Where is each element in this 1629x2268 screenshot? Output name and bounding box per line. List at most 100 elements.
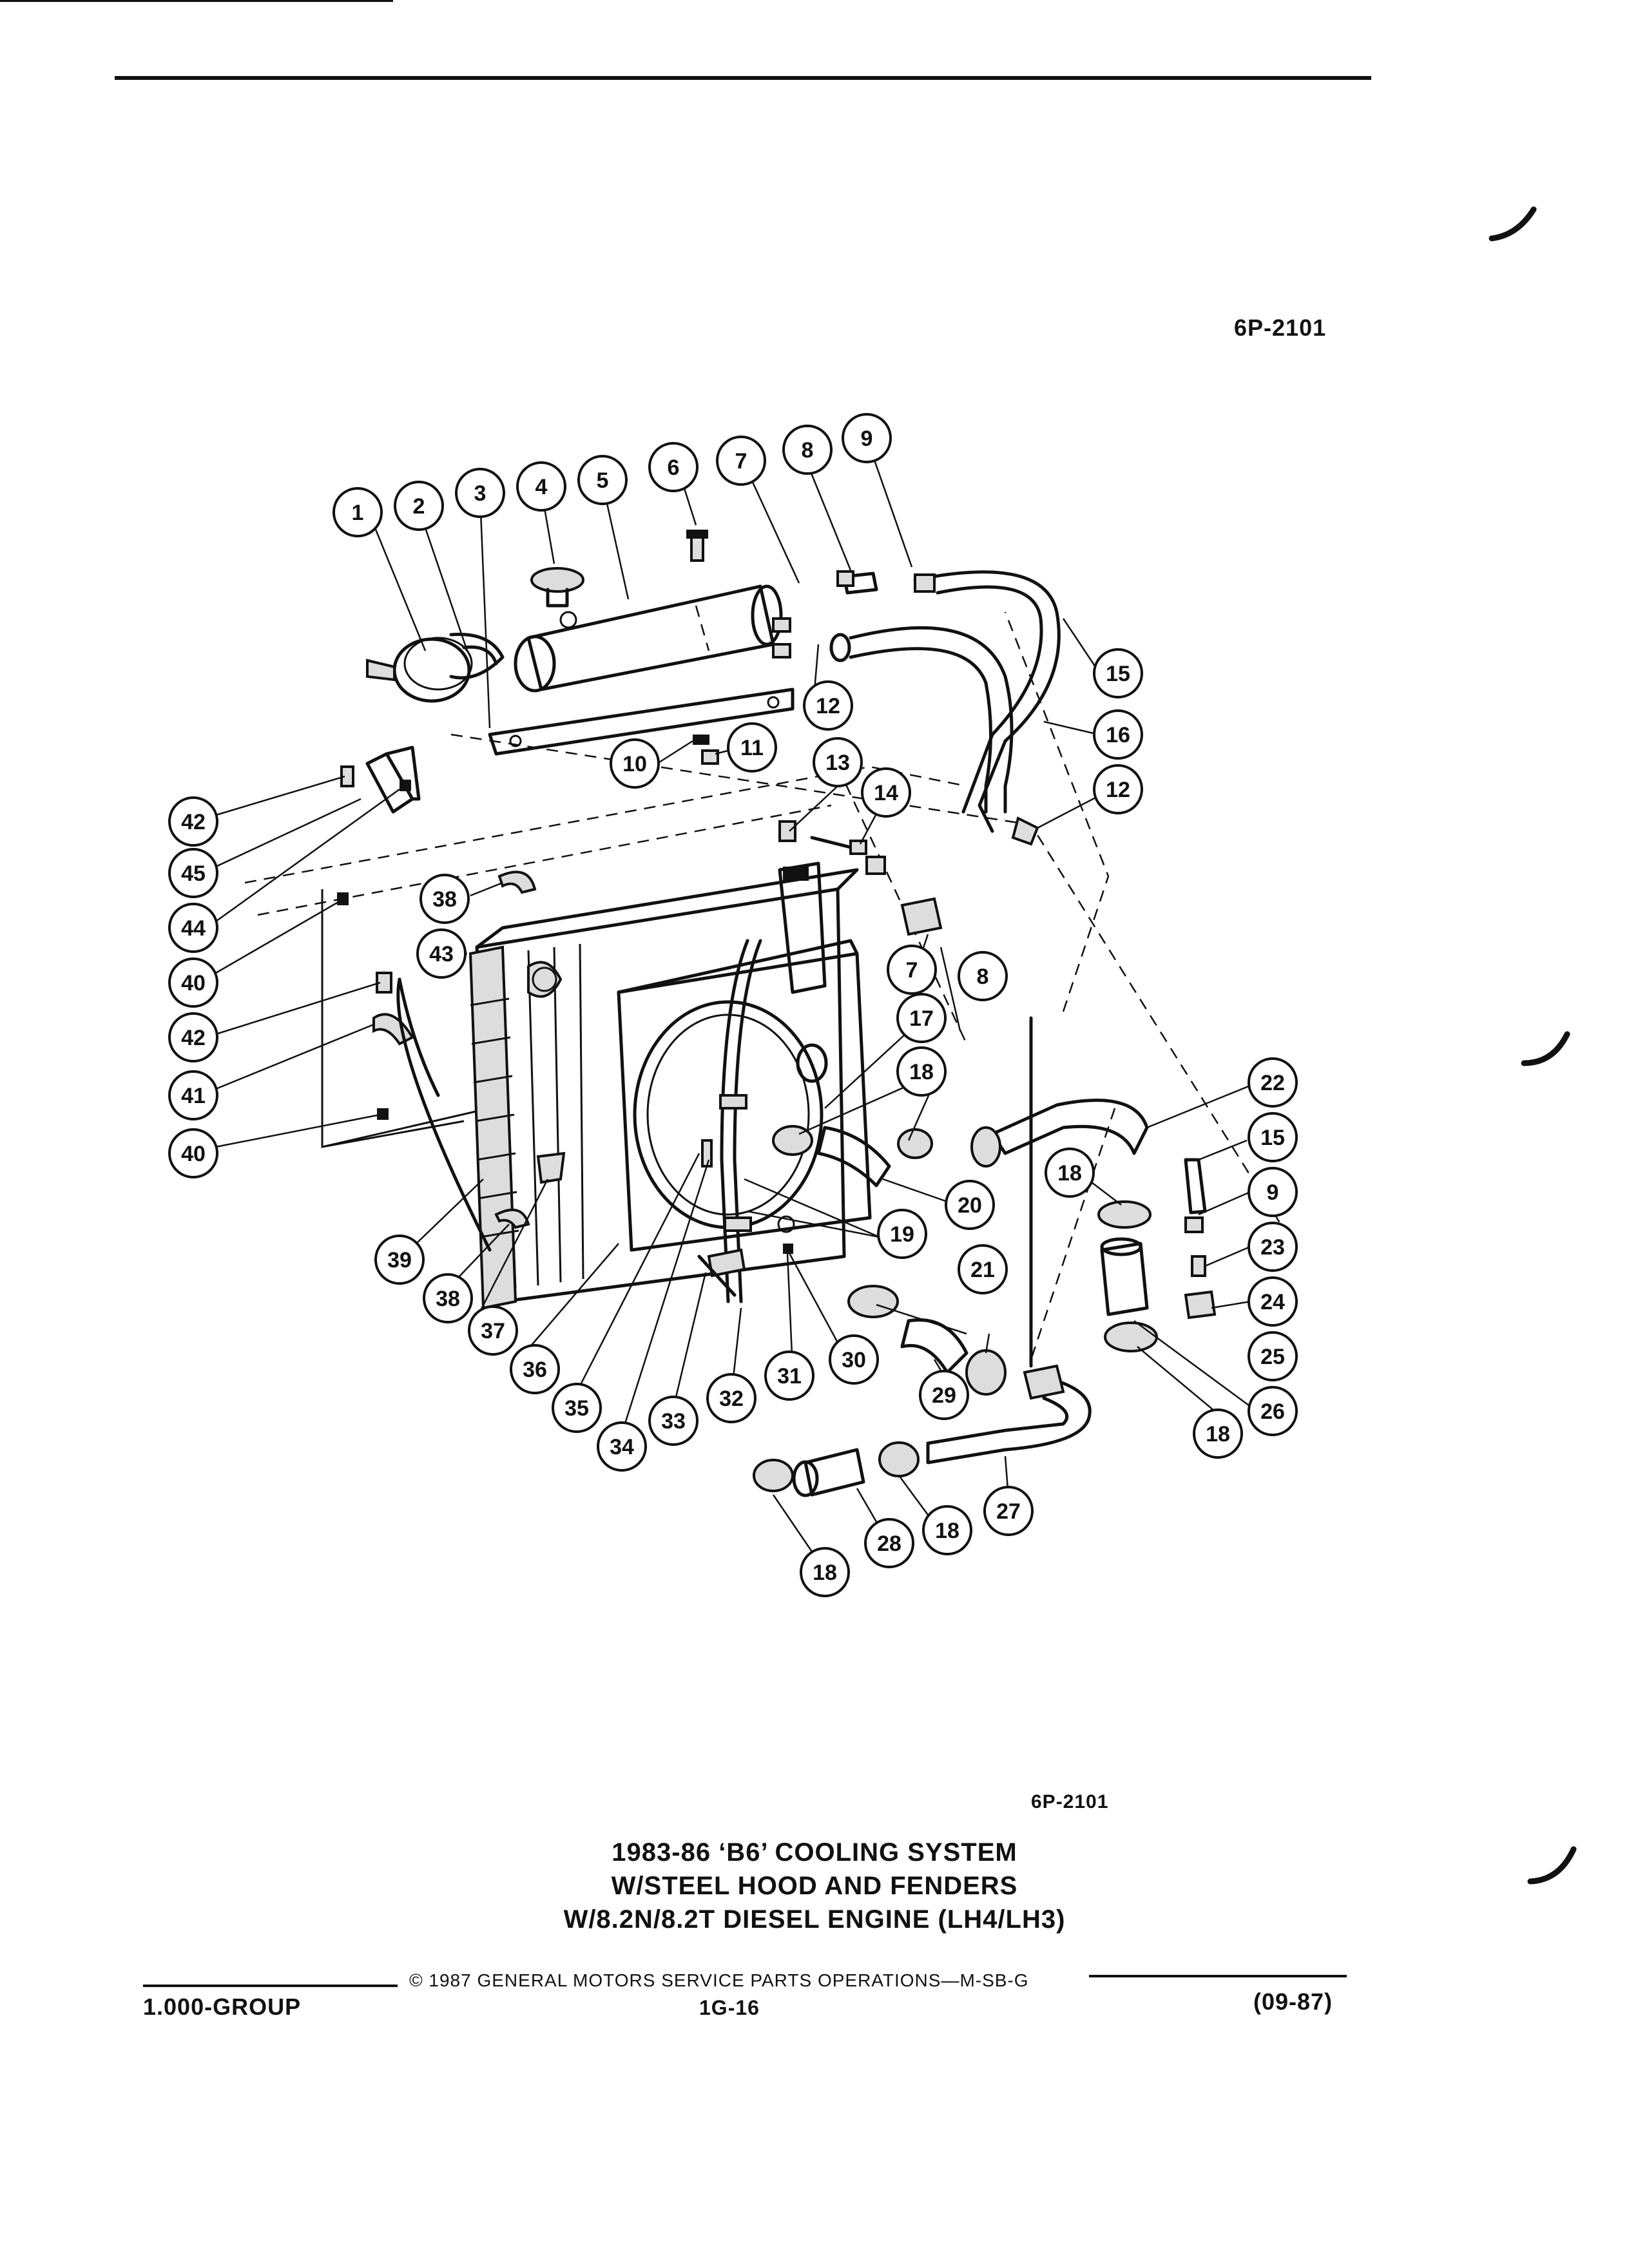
svg-text:9: 9 <box>861 427 873 451</box>
callout-24: 24 <box>1248 1276 1298 1327</box>
callout-27: 27 <box>983 1486 1034 1536</box>
svg-text:41: 41 <box>181 1084 206 1108</box>
svg-text:26: 26 <box>1260 1399 1285 1424</box>
svg-text:9: 9 <box>1267 1180 1279 1205</box>
binder-mark-1 <box>1489 206 1537 242</box>
footer-rule-right <box>1089 1975 1347 1977</box>
footer-rule-left <box>143 1984 398 1987</box>
upper-hoses <box>829 570 1061 936</box>
svg-text:37: 37 <box>481 1319 505 1343</box>
svg-text:14: 14 <box>874 781 898 805</box>
callout-40b: 40 <box>168 1128 218 1178</box>
callout-38a: 38 <box>419 874 470 924</box>
svg-text:7: 7 <box>906 958 918 983</box>
callout-4: 4 <box>516 461 566 512</box>
svg-text:3: 3 <box>474 481 487 506</box>
callout-37: 37 <box>468 1305 518 1356</box>
radiator-mount-bracket <box>337 745 566 1252</box>
svg-text:1: 1 <box>352 501 364 525</box>
svg-text:28: 28 <box>877 1532 901 1556</box>
callout-11: 11 <box>727 722 777 773</box>
svg-text:38: 38 <box>436 1287 460 1311</box>
svg-text:22: 22 <box>1260 1071 1285 1095</box>
binder-mark-3 <box>1527 1846 1577 1885</box>
callout-35: 35 <box>552 1383 602 1433</box>
binder-mark-2 <box>1521 1031 1570 1066</box>
svg-text:33: 33 <box>661 1409 686 1434</box>
radiator <box>468 861 859 1310</box>
callout-12b: 12 <box>1093 764 1143 814</box>
group-number: 1.000-GROUP <box>143 1994 302 2020</box>
callout-41: 41 <box>168 1070 218 1120</box>
callout-39: 39 <box>374 1235 425 1285</box>
callout-1: 1 <box>333 487 383 537</box>
drain-valve-stack <box>1184 1158 1217 1320</box>
caption-line-3: W/8.2N/8.2T DIESEL ENGINE (LH4/LH3) <box>563 1905 1066 1934</box>
callout-7: 7 <box>716 436 766 486</box>
callout-22: 22 <box>1248 1057 1298 1108</box>
svg-text:39: 39 <box>387 1248 412 1273</box>
svg-text:21: 21 <box>970 1258 995 1282</box>
svg-text:32: 32 <box>719 1387 744 1411</box>
callout-15b: 15 <box>1248 1112 1298 1162</box>
svg-text:18: 18 <box>909 1060 934 1084</box>
svg-text:31: 31 <box>777 1364 802 1389</box>
svg-text:27: 27 <box>996 1499 1021 1524</box>
svg-text:38: 38 <box>432 887 457 912</box>
callout-31: 31 <box>764 1350 815 1401</box>
callout-18b: 18 <box>1045 1148 1095 1198</box>
hose-couplings <box>753 1200 1158 1497</box>
svg-text:11: 11 <box>740 736 764 760</box>
callout-13: 13 <box>813 737 863 787</box>
svg-text:43: 43 <box>429 942 454 966</box>
svg-text:42: 42 <box>181 1026 206 1050</box>
svg-text:10: 10 <box>622 752 647 776</box>
svg-text:18: 18 <box>1206 1422 1230 1446</box>
svg-text:42: 42 <box>181 810 206 834</box>
callout-16: 16 <box>1093 709 1143 760</box>
callout-45: 45 <box>168 848 218 898</box>
svg-text:4: 4 <box>535 475 548 499</box>
callout-34: 34 <box>597 1421 647 1472</box>
callout-6: 6 <box>648 442 699 492</box>
svg-text:7: 7 <box>735 449 747 474</box>
callout-28: 28 <box>864 1518 914 1568</box>
svg-text:16: 16 <box>1106 723 1130 747</box>
svg-text:13: 13 <box>825 751 850 775</box>
callout-23: 23 <box>1248 1222 1298 1272</box>
svg-text:23: 23 <box>1260 1235 1285 1260</box>
svg-text:20: 20 <box>958 1193 982 1218</box>
callout-43: 43 <box>416 928 467 979</box>
tank-straps <box>366 632 505 703</box>
callout-33: 33 <box>648 1396 699 1446</box>
top-edge-rule <box>0 0 393 2</box>
page-number: 1G-16 <box>699 1996 760 2019</box>
callout-19: 19 <box>877 1209 927 1259</box>
diagram-code-caption: 6P-2101 <box>1031 1791 1109 1812</box>
callout-5: 5 <box>577 455 628 505</box>
svg-text:29: 29 <box>932 1383 956 1408</box>
callout-44: 44 <box>168 903 218 953</box>
svg-text:36: 36 <box>523 1358 547 1382</box>
svg-text:19: 19 <box>890 1222 914 1247</box>
svg-text:25: 25 <box>1260 1345 1285 1369</box>
callout-15a: 15 <box>1093 648 1143 698</box>
callout-12a: 12 <box>803 680 853 731</box>
callout-8: 8 <box>782 425 833 475</box>
svg-text:34: 34 <box>610 1435 634 1459</box>
callout-38b: 38 <box>423 1273 473 1323</box>
support-bracket <box>488 687 795 756</box>
header-rule <box>115 76 1371 80</box>
svg-text:8: 8 <box>977 965 989 989</box>
small-hardware <box>686 530 886 875</box>
surge-tank <box>514 567 791 693</box>
svg-text:6: 6 <box>668 456 680 480</box>
svg-text:18: 18 <box>935 1519 959 1543</box>
callout-18a: 18 <box>896 1046 947 1097</box>
svg-text:2: 2 <box>413 494 425 519</box>
copyright-line: © 1987 GENERAL MOTORS SERVICE PARTS OPER… <box>409 1970 1029 1990</box>
callout-40a: 40 <box>168 957 218 1008</box>
callout-42a: 42 <box>168 796 218 847</box>
